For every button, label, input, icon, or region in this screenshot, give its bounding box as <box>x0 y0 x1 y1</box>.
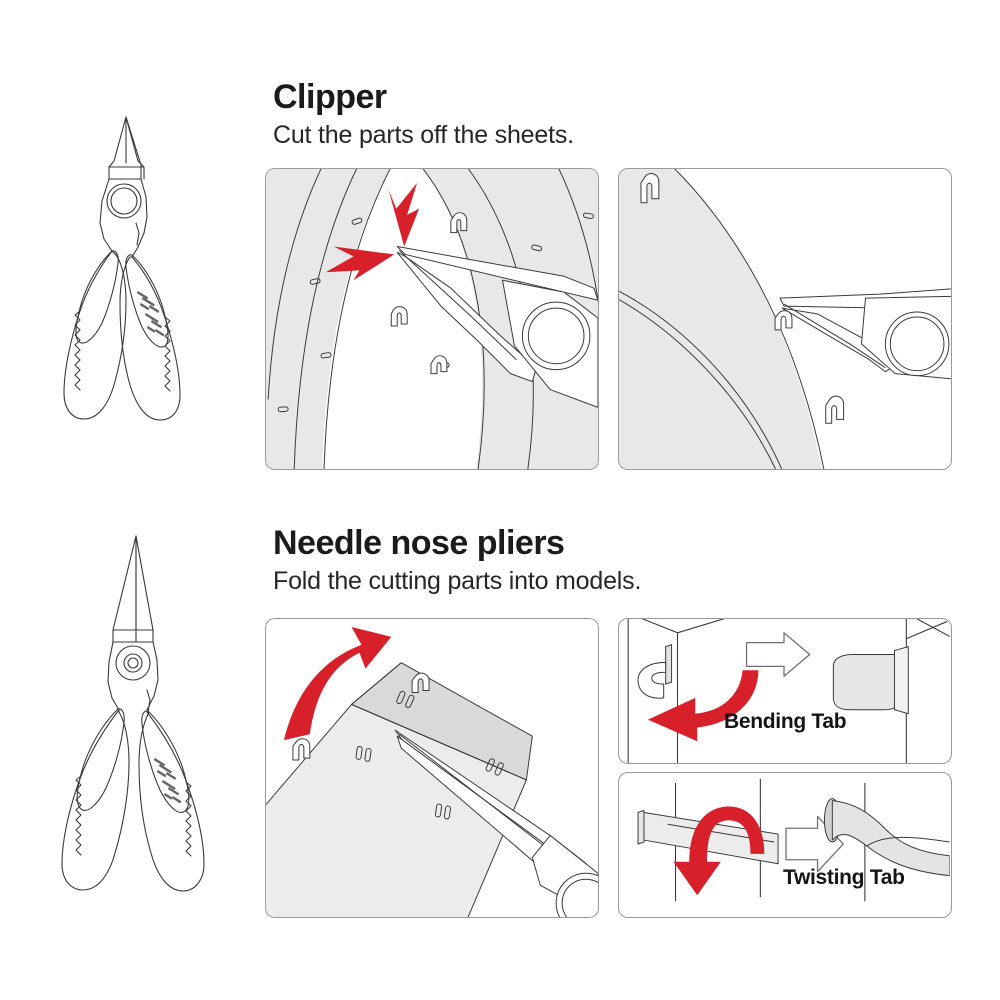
panel-fold-sheet <box>265 618 599 918</box>
fold-sheet-illustration <box>266 626 598 917</box>
needle-nose-pliers-tool-illustration <box>35 530 265 895</box>
bend-direction-arrow-icon <box>283 626 392 741</box>
bend-arrow-icon <box>647 670 759 742</box>
trim-nub-illustration <box>619 169 951 469</box>
twist-arrow-icon <box>673 806 765 896</box>
impact-spark-icon <box>325 182 420 281</box>
twisting-tab-illustration <box>637 778 950 902</box>
panel-cut-sprue <box>265 168 599 470</box>
caption-twisting-tab: Twisting Tab <box>783 866 905 889</box>
page-title-clipper: Clipper <box>273 78 387 116</box>
clipper-tool-illustration <box>40 105 265 425</box>
cut-sprue-illustration <box>266 169 598 469</box>
page-title-pliers: Needle nose pliers <box>273 524 565 562</box>
brand-mark-icon <box>153 758 182 804</box>
panel-twisting-tab <box>618 772 952 918</box>
panel-bending-tab <box>618 618 952 764</box>
section-subtitle-pliers: Fold the cutting parts into models. <box>273 567 642 595</box>
brand-mark-icon <box>136 291 165 337</box>
panel-trim-nub <box>618 168 952 470</box>
section-subtitle-clipper: Cut the parts off the sheets. <box>273 121 574 149</box>
transform-arrow-icon <box>745 632 811 677</box>
section-header-clipper: Clipper Cut the parts off the sheets. <box>273 78 574 150</box>
bending-tab-illustration <box>627 619 950 763</box>
caption-bending-tab: Bending Tab <box>724 710 847 733</box>
section-header-pliers: Needle nose pliers Fold the cutting part… <box>273 524 641 596</box>
